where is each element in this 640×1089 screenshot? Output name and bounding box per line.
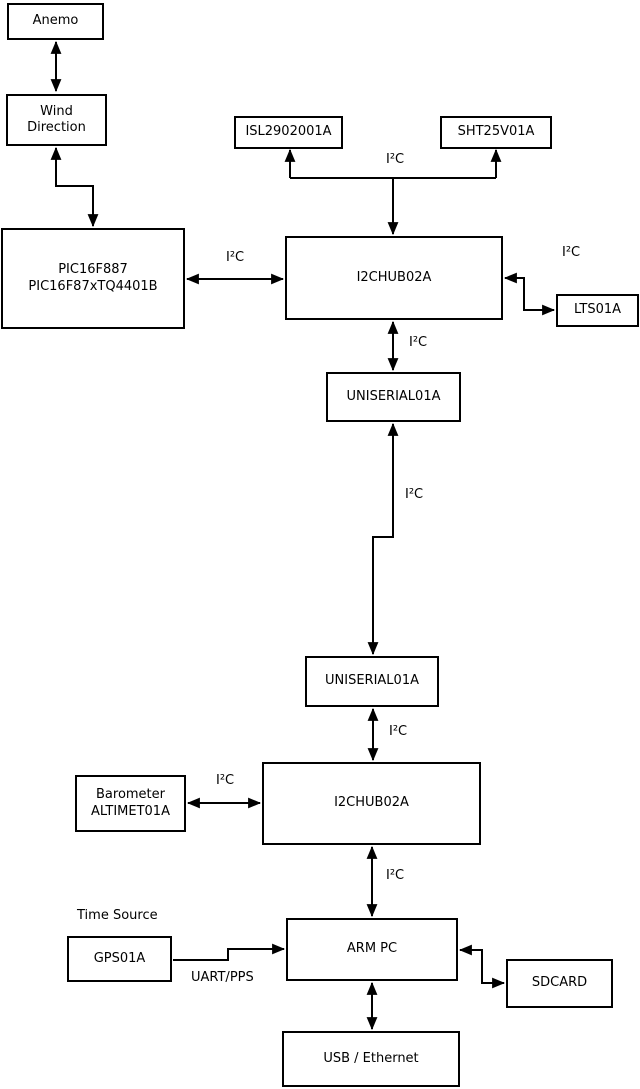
node-pic16f887: PIC16F887 PIC16F87xTQ4401B [1, 228, 185, 329]
node-isl2902001a: ISL2902001A [234, 116, 343, 149]
annotation-time-source: Time Source [77, 908, 158, 923]
node-barometer-altimet01a: Barometer ALTIMET01A [75, 775, 186, 832]
edge-label-i2c-uniserial2-hub2: I²C [389, 724, 408, 739]
edge-label-i2c-hub1-uniserial1: I²C [409, 335, 428, 350]
edge-label-i2c-barometer-hub2: I²C [216, 773, 235, 788]
node-sdcard: SDCARD [506, 959, 613, 1008]
node-anemo: Anemo [7, 3, 104, 40]
node-usb-ethernet: USB / Ethernet [282, 1031, 460, 1087]
node-wind-direction: Wind Direction [6, 94, 107, 146]
edge-label-i2c-pic-hub1: I²C [226, 250, 245, 265]
node-arm-pc: ARM PC [286, 918, 458, 981]
connector-hub1-lts [503, 272, 556, 316]
connector-uniserial1-uniserial2 [367, 422, 399, 656]
edge-label-i2c-uniserial-link: I²C [405, 487, 424, 502]
connector-gps-armpc [173, 943, 286, 961]
node-i2chub02a-1: I2CHUB02A [285, 236, 503, 320]
edge-label-i2c-hub1-lts: I²C [562, 245, 581, 260]
node-uniserial01a-1: UNISERIAL01A [326, 372, 461, 422]
node-lts01a: LTS01A [556, 294, 639, 327]
node-i2chub02a-2: I2CHUB02A [262, 762, 481, 845]
edge-label-i2c-sensors: I²C [386, 152, 405, 167]
node-sht25v01a: SHT25V01A [440, 116, 552, 149]
node-gps01a: GPS01A [67, 936, 172, 982]
connector-wind-pic [50, 146, 99, 228]
connector-armpc-sdcard [458, 944, 506, 989]
node-uniserial01a-2: UNISERIAL01A [305, 656, 439, 707]
edge-label-uart-pps: UART/PPS [191, 970, 254, 985]
edge-label-i2c-hub2-armpc: I²C [386, 868, 405, 883]
